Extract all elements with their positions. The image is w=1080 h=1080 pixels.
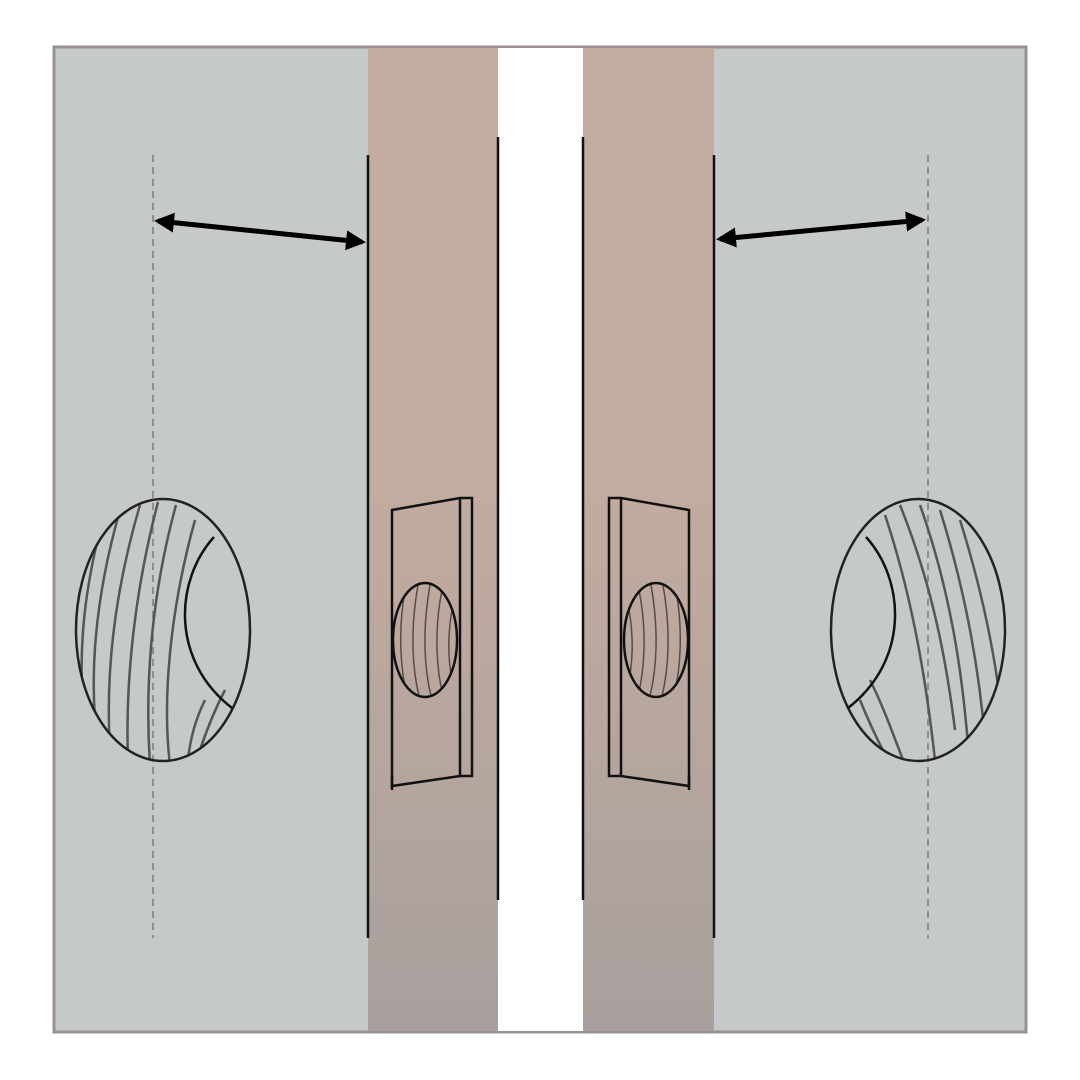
hatched-oval-left-icon [74,497,252,763]
double-arrow-left-icon [154,212,366,251]
dashed-centerlines [152,155,929,938]
edge-lines [366,137,716,938]
plate-left-icon [390,496,474,790]
right-band [583,48,714,1031]
plate-right-icon [607,496,691,790]
left-band [368,48,498,1031]
center-gap [498,48,583,1031]
double-arrow-right-icon [716,211,926,248]
hatched-oval-right-icon [829,497,1007,763]
